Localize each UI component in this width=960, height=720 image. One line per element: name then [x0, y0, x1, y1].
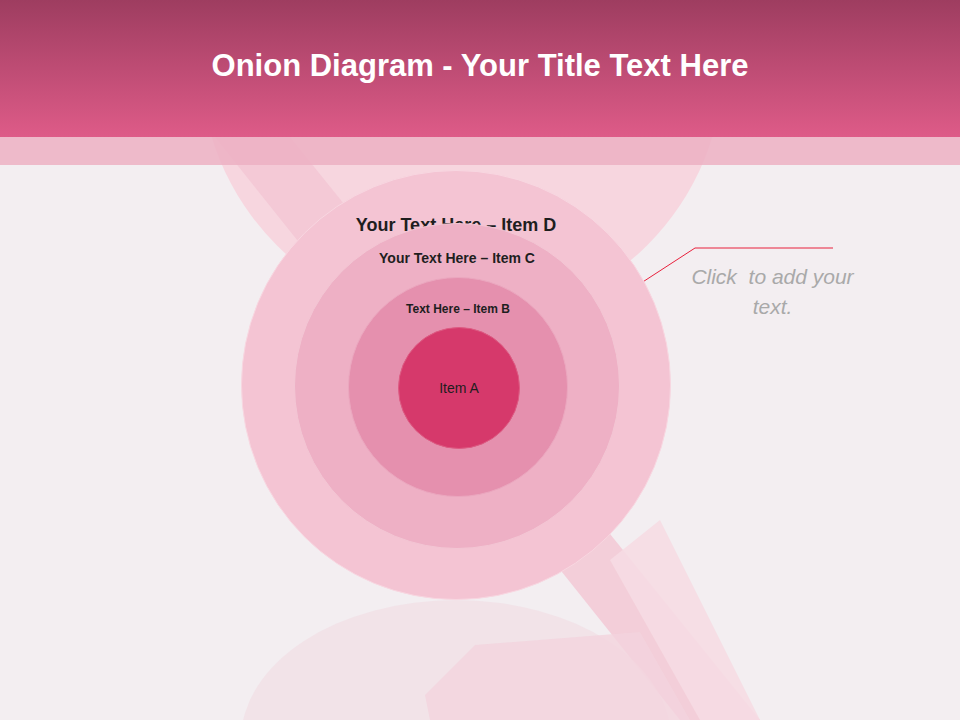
ring-label: Item A	[399, 380, 519, 396]
onion-ring: Text Here – Item B Item A	[348, 277, 568, 497]
onion-ring: Item A	[398, 327, 520, 449]
callout-note: Click to add your text.	[690, 262, 855, 322]
ring-label: Text Here – Item B	[349, 302, 567, 316]
onion-ring: Your Text Here – Item DYour Text Here – …	[241, 170, 671, 600]
reflection-bar	[425, 632, 690, 720]
title: Onion Diagram - Your Title Text Here	[0, 48, 960, 84]
onion-ring: Your Text Here – Item C Text Here – Item …	[294, 223, 620, 549]
title-band	[0, 137, 960, 165]
ring-label: Your Text Here – Item C	[295, 250, 619, 266]
